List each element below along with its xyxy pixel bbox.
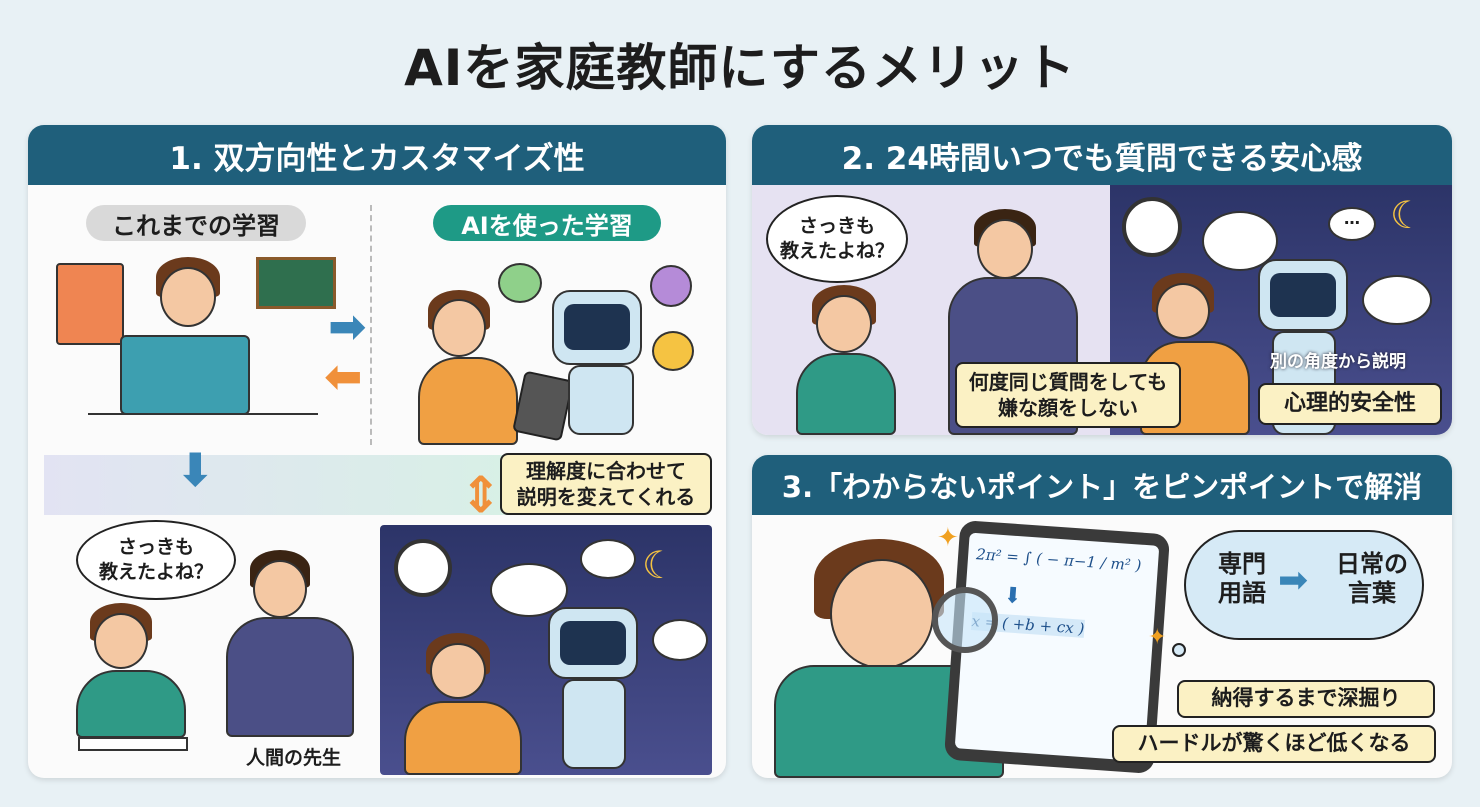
panel-header: 2. 24時間いつでも質問できる安心感 — [752, 125, 1452, 185]
ellipsis-bubble-icon: … — [1328, 207, 1376, 241]
human-teacher-label: 人間の先生 — [246, 747, 342, 769]
speech-bubble: さっきも 教えたよね？ — [766, 195, 908, 283]
jargon-text: 専門 用語 — [1218, 550, 1266, 607]
formula-line-1: 2π² = ∫ ( − π−1 / m² ) — [975, 545, 1142, 575]
ai-learning-label: AIを使った学習 — [433, 205, 661, 241]
desk — [88, 413, 318, 415]
graduation-cap-icon — [498, 263, 542, 303]
teacher-head — [253, 560, 307, 618]
panel-24-hours: 2. 24時間いつでも質問できる安心感 さっきも 教えたよね？ ☾ … 別の角度… — [752, 125, 1452, 435]
arrow-updown-icon: ⇕ — [460, 466, 502, 524]
student-head — [160, 267, 216, 327]
robot-head — [1258, 259, 1348, 331]
night-scene: ☾ — [380, 525, 712, 775]
blackboard-icon — [256, 257, 336, 309]
different-angle-text: 別の角度から説明 — [1270, 352, 1406, 372]
psychological-safety-label: 心理的安全性 — [1258, 383, 1442, 425]
sparkle-icon: ✦ — [1148, 625, 1167, 650]
girl-body — [404, 701, 522, 775]
speech-bubble-icon — [580, 539, 636, 579]
student-body — [418, 357, 518, 445]
student-head — [830, 559, 934, 669]
speech-bubble-icon — [1362, 275, 1432, 325]
girl-head — [1156, 283, 1210, 339]
moon-icon: ☾ — [642, 543, 677, 587]
arrow-left-icon: ⬅ — [324, 349, 363, 403]
clock-icon — [1122, 197, 1182, 257]
speech-bubble-icon — [652, 619, 708, 661]
robot-head — [548, 607, 638, 679]
globe-icon — [650, 265, 692, 307]
arrow-right-icon: ➡ — [328, 299, 367, 353]
robot-body — [562, 679, 626, 769]
transition-band — [44, 455, 514, 515]
sparkle-icon: ✦ — [937, 523, 959, 553]
arrow-right-icon: ➡ — [1278, 560, 1309, 601]
thought-dot — [1172, 643, 1186, 657]
girl-head — [430, 643, 486, 699]
robot-body — [568, 365, 634, 435]
clock-icon — [394, 539, 452, 597]
panel-interactivity: 1. 双方向性とカスタマイズ性 これまでの学習 AIを使った学習 ➡ ⬅ 理解度… — [28, 125, 726, 778]
speech-bubble-icon — [490, 563, 568, 617]
teacher-head — [977, 219, 1033, 279]
arrow-down-icon: ⬇ — [1002, 583, 1023, 610]
speech-bubble: さっきも 教えたよね？ — [76, 520, 236, 600]
arrow-down-icon: ⬇ — [176, 443, 215, 497]
traditional-learning-label: これまでの学習 — [86, 205, 306, 241]
patience-callout: 何度同じ質問をしても 嫌な顔をしない — [955, 362, 1181, 428]
adaptive-explanation-callout: 理解度に合わせて 説明を変えてくれる — [500, 453, 712, 515]
panel-pinpoint: 3.「わからないポイント」をピンポイントで解消 ✦ 2π² = ∫ ( − π−… — [752, 455, 1452, 778]
everyday-words-text: 日常の 言葉 — [1336, 550, 1408, 607]
student-head — [432, 299, 486, 357]
thought-cloud: 専門 用語 ➡ 日常の 言葉 — [1184, 530, 1424, 640]
teacher-suit — [226, 617, 354, 737]
divider — [370, 205, 372, 445]
student-head — [816, 295, 872, 353]
student-body — [796, 353, 896, 435]
magnifier-icon — [932, 587, 998, 653]
open-book — [120, 335, 250, 415]
dig-deep-label: 納得するまで深掘り — [1177, 680, 1435, 718]
low-hurdle-label: ハードルが驚くほど低くなる — [1112, 725, 1436, 763]
tablet-icon — [512, 370, 574, 442]
notebook — [78, 737, 188, 751]
book-icon — [56, 263, 124, 345]
student-head — [94, 613, 148, 669]
robot-head — [552, 290, 642, 365]
page-title: AIを家庭教師にするメリット — [404, 39, 1076, 97]
panel-header: 1. 双方向性とカスタマイズ性 — [28, 125, 726, 185]
moon-icon: ☾ — [1390, 193, 1425, 237]
student-body — [76, 670, 186, 738]
pyramid-icon — [652, 331, 694, 371]
panel-header: 3.「わからないポイント」をピンポイントで解消 — [752, 455, 1452, 515]
